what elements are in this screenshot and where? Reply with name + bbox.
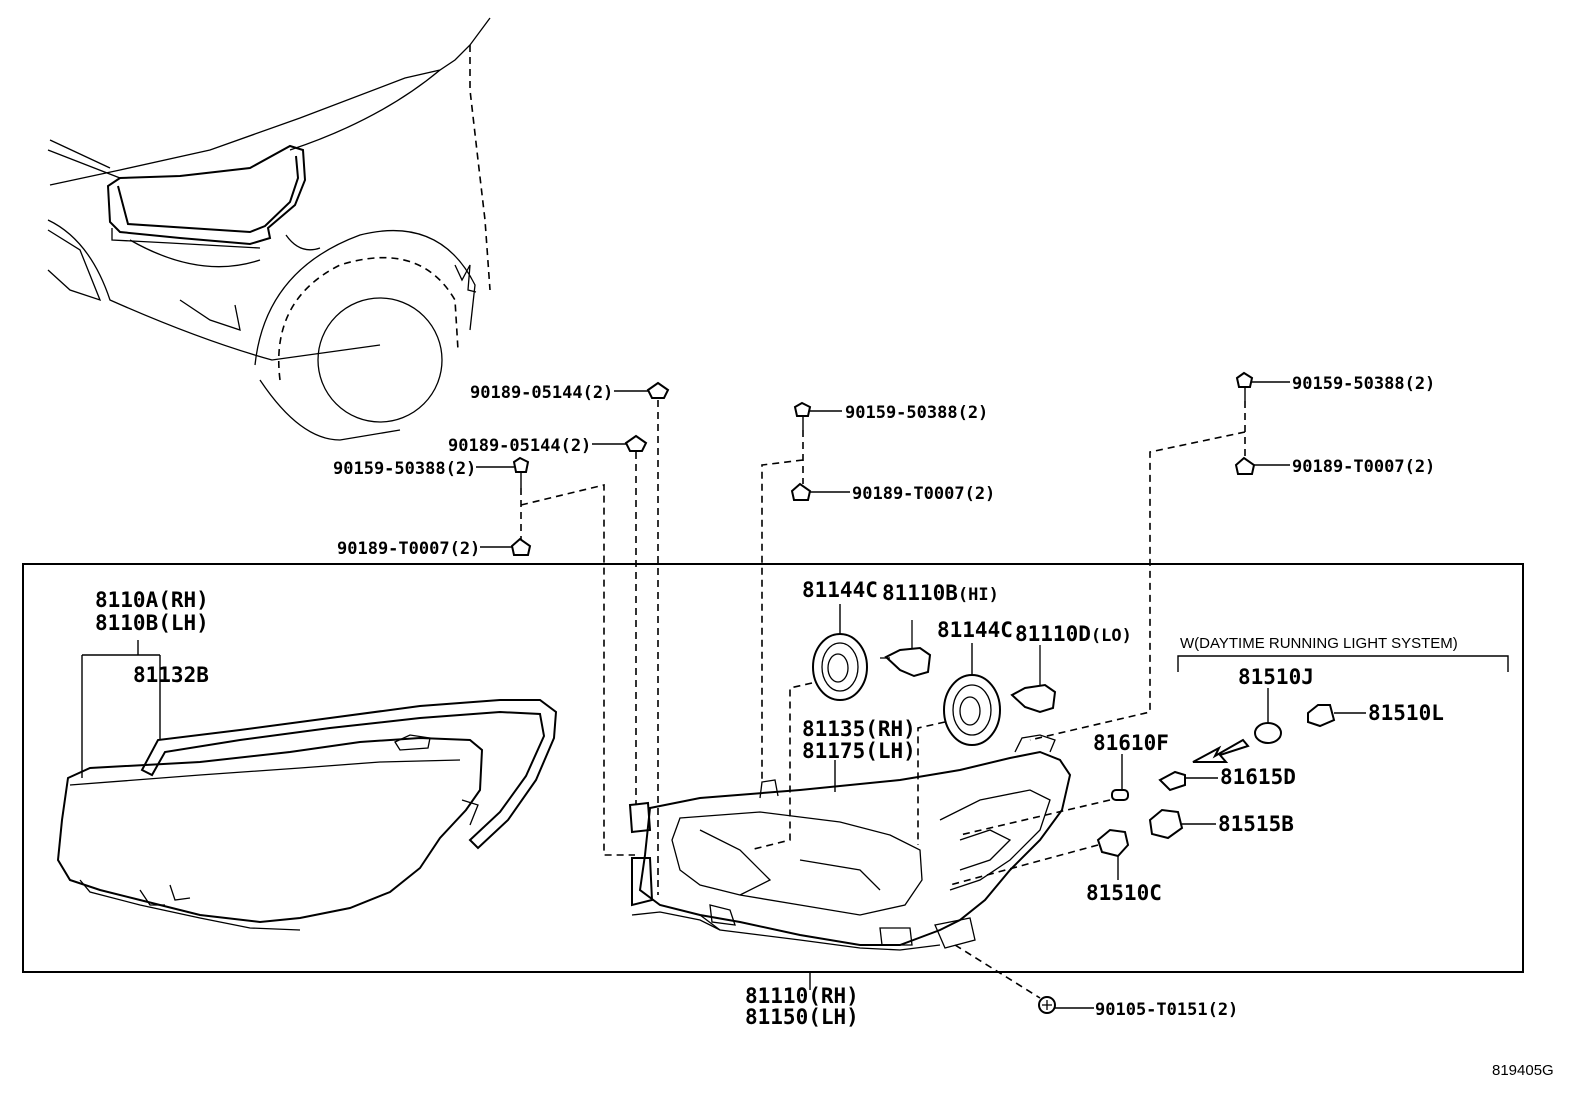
label-81610F: 81610F [1093, 731, 1169, 755]
bulb-81610F-illustration [1111, 789, 1129, 801]
label-81515B: 81515B [1218, 812, 1294, 836]
fastener-bolt-right [1235, 371, 1254, 401]
fastener-nut-right [1234, 456, 1256, 475]
vehicle-front-corner-illustration [47, 17, 491, 441]
label-cover-b: 81144C [937, 618, 1013, 642]
label-drl-socket: 81510L [1368, 701, 1444, 725]
bulb-cover-a-illustration [812, 633, 868, 701]
label-bulb-hi: 81110B(HI) [882, 581, 999, 605]
fastener-clip-05144-a [646, 381, 670, 399]
fastener-screw-bottom [1038, 996, 1056, 1014]
headlamp-gasket-illustration [140, 699, 558, 850]
diagram-code: 819405G [1492, 1062, 1554, 1079]
label-bulb-hi-code: 81110B [882, 581, 958, 605]
headlamp-assembly-group-box [22, 563, 1524, 973]
bulb-81510C-illustration [1096, 828, 1130, 858]
label-lens-lh: 8110B(LH) [95, 611, 209, 635]
label-reflector-lh: 81175(LH) [802, 739, 916, 763]
label-90189-05144-a: 90189-05144(2) [470, 383, 613, 403]
label-reflector-rh: 81135(RH) [802, 717, 916, 741]
fastener-bolt-left [512, 456, 530, 488]
label-90189-T0007-left: 90189-T0007(2) [337, 539, 480, 559]
label-bulb-lo: 81110D(LO) [1015, 622, 1132, 646]
label-lens-rh: 8110A(RH) [95, 588, 209, 612]
drl-bulb-illustration [1254, 722, 1282, 744]
label-90189-05144-b: 90189-05144(2) [448, 436, 591, 456]
fastener-bolt-mid [793, 401, 812, 430]
label-81615D: 81615D [1220, 765, 1296, 789]
bulb-hi-illustration [880, 620, 932, 678]
label-drl-group: W(DAYTIME RUNNING LIGHT SYSTEM) [1180, 635, 1458, 652]
label-bulb-lo-code: 81110D [1015, 622, 1091, 646]
label-90159-50388-right: 90159-50388(2) [1292, 374, 1435, 394]
bulb-lo-illustration [1010, 645, 1057, 714]
install-direction-arrow [1192, 738, 1250, 763]
label-90159-50388-mid: 90159-50388(2) [845, 403, 988, 423]
headlamp-lens-illustration [56, 734, 484, 931]
leader-lines [81, 381, 1509, 1009]
label-drl-bulb: 81510J [1238, 665, 1314, 689]
label-gasket: 81132B [133, 663, 209, 687]
label-90189-T0007-mid: 90189-T0007(2) [852, 484, 995, 504]
label-bulb-lo-suffix: (LO) [1091, 626, 1132, 646]
socket-81615D-illustration [1158, 770, 1186, 792]
assembly-dashed-lines [520, 400, 1246, 999]
label-81510C: 81510C [1086, 881, 1162, 905]
label-cover-a: 81144C [802, 578, 878, 602]
label-bulb-hi-suffix: (HI) [958, 585, 999, 605]
headlamp-housing-illustration [628, 734, 1072, 951]
drl-socket-illustration [1307, 704, 1336, 728]
label-assembly-lh: 81150(LH) [745, 1005, 859, 1029]
label-90105-T0151: 90105-T0151(2) [1095, 1000, 1238, 1020]
label-90159-50388-left: 90159-50388(2) [333, 459, 476, 479]
label-assembly-rh: 81110(RH) [745, 984, 859, 1008]
bulb-cover-b-illustration [943, 674, 1001, 746]
socket-81515B-illustration [1148, 808, 1184, 840]
label-90189-T0007-right: 90189-T0007(2) [1292, 457, 1435, 477]
fastener-nut-left [510, 537, 532, 556]
fastener-nut-mid [790, 482, 812, 501]
fastener-clip-05144-b [624, 434, 648, 452]
